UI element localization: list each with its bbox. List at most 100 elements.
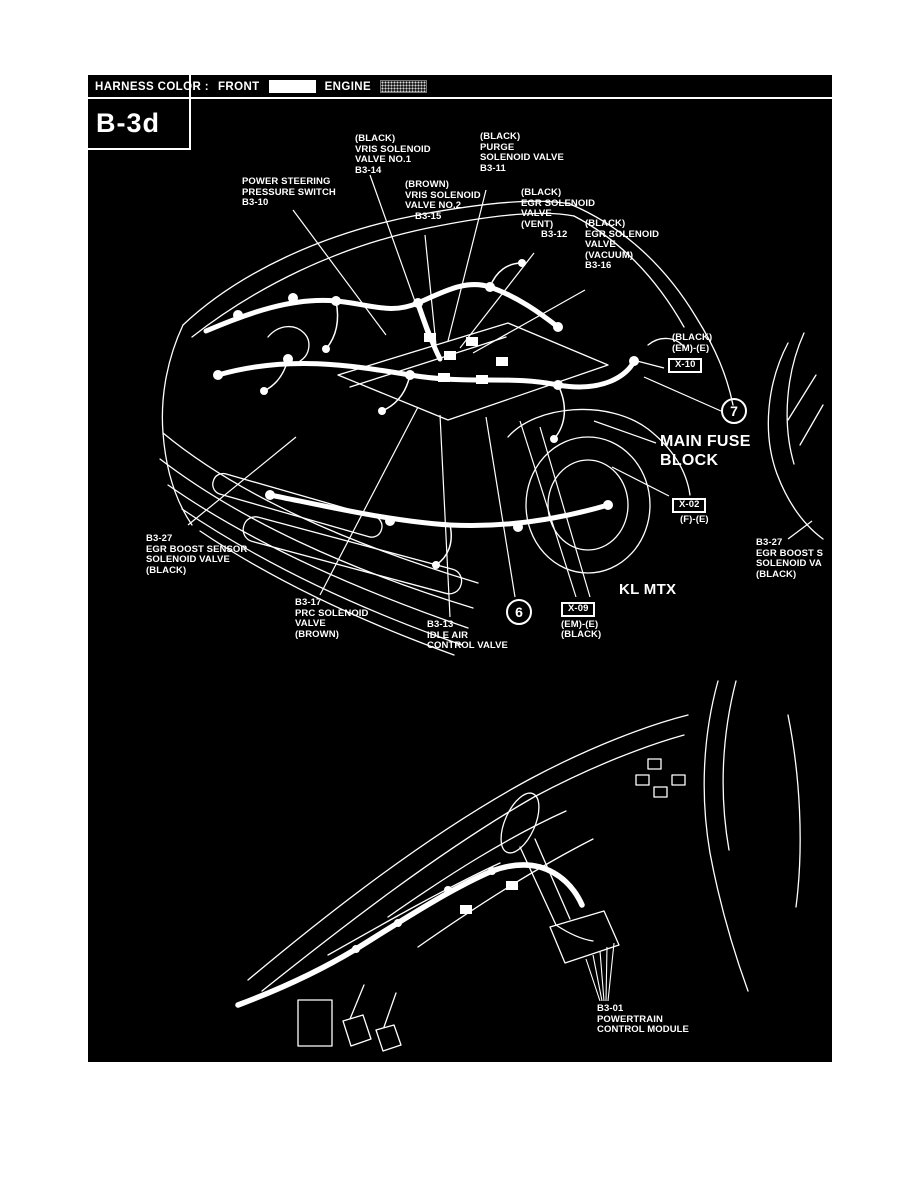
callout-b3-27-left: B3-27 EGR BOOST SENSOR SOLENOID VALVE (B…	[146, 533, 247, 576]
engine-label: ENGINE	[324, 80, 372, 93]
wiring-diagram-art	[159, 174, 824, 1052]
grille	[242, 516, 463, 595]
callout-id: B3-13	[427, 619, 454, 630]
callout-id: B3-17	[295, 597, 322, 608]
windshield-line	[247, 714, 689, 981]
right-edge-arc	[786, 332, 805, 465]
callout-note: VALVE	[295, 618, 326, 629]
callout-b3-10: POWER STEERING PRESSURE SWITCH B3-10	[242, 176, 336, 209]
strut-tower	[647, 337, 685, 348]
steering-column	[519, 838, 571, 926]
connector-x-09: X-09 (EM)-(E) (BLACK)	[561, 598, 601, 641]
engine-leader-lines	[187, 174, 813, 618]
pcm-box	[549, 910, 620, 964]
callout-note: VALVE	[521, 208, 552, 219]
callout-note: (BLACK)	[480, 131, 521, 142]
callout-note: (BLACK)	[146, 564, 187, 576]
dash-vent	[647, 758, 662, 770]
callout-id: B3-14	[355, 164, 382, 176]
section-code: B-3d	[96, 108, 160, 138]
callout-note: CONTROL VALVE	[427, 640, 508, 651]
engine-harness	[203, 282, 637, 529]
bumper-contour	[159, 458, 474, 609]
callout-note: EGR BOOST S	[756, 547, 824, 559]
fender-line	[573, 215, 685, 328]
callout-note: (VACUUM)	[585, 249, 634, 261]
callout-id: B3-01	[597, 1003, 624, 1014]
section-box-border-v	[189, 75, 191, 149]
callout-b3-27-right: B3-27 EGR BOOST S SOLENOID VA (BLACK)	[756, 537, 824, 580]
callout-note: POWER STEERING	[242, 176, 331, 187]
callout-b3-14: (BLACK) VRIS SOLENOID VALVE NO.1 B3-14	[355, 133, 431, 176]
callout-note: EGR SOLENOID	[585, 228, 660, 240]
callout-note: VRIS SOLENOID	[355, 143, 431, 155]
connector-note: (BLACK)	[561, 629, 602, 640]
callout-note: (BLACK)	[521, 187, 562, 198]
callout-b3-17: B3-17 PRC SOLENOID VALVE (BROWN)	[295, 597, 369, 640]
a-pillar	[703, 680, 749, 992]
pedal-arm	[383, 992, 397, 1028]
callout-id: B3-27	[146, 533, 173, 544]
dash-top	[261, 734, 685, 992]
footrest	[297, 999, 333, 1047]
hood-edge-inner	[191, 212, 575, 338]
engine-bay-body-outline	[159, 200, 824, 656]
callout-id: B3-16	[585, 260, 612, 271]
circled-number-7: 7	[721, 398, 747, 424]
callout-b3-12: (BLACK) EGR SOLENOID VALVE (VENT) B3-12	[521, 187, 595, 241]
dash-face	[387, 810, 567, 918]
interior-harness	[235, 862, 585, 1008]
front-wheel	[525, 436, 651, 574]
callout-note: (BLACK)	[756, 568, 797, 580]
callout-note: CONTROL MODULE	[597, 1024, 689, 1035]
callout-note: VALVE NO.2	[405, 200, 462, 211]
strut-tower	[267, 326, 310, 362]
connector-note: (EM)-(E)	[561, 618, 599, 630]
harness-color-header: HARNESS COLOR : FRONT ENGINE	[95, 80, 428, 93]
dash-vent	[653, 786, 668, 798]
connector-note: (EM)-(E)	[672, 342, 710, 354]
callout-note: PRESSURE SWITCH	[242, 186, 336, 198]
callout-note: PURGE	[480, 141, 515, 153]
callout-note: (BROWN)	[405, 179, 449, 190]
callout-b3-13: B3-13 IDLE AIR CONTROL VALVE	[427, 619, 508, 652]
callout-note: VRIS SOLENOID	[405, 189, 481, 201]
a-pillar-inner	[722, 680, 737, 851]
callout-note: SOLENOID VA	[756, 558, 822, 569]
engine-harness-color-swatch	[380, 80, 428, 93]
harness-color-title: HARNESS COLOR :	[95, 80, 209, 93]
front-wheel-inner	[547, 459, 629, 551]
connector-x-10: (BLACK) (EM)-(E) X-10	[668, 332, 712, 373]
harness-connectors	[213, 259, 639, 569]
callout-b3-01: B3-01 POWERTRAIN CONTROL MODULE	[597, 1003, 689, 1036]
callout-b3-16: (BLACK) EGR SOLENOID VALVE (VACUUM) B3-1…	[585, 218, 660, 272]
steering-wheel	[500, 792, 540, 854]
callout-note: (VENT)	[521, 218, 554, 230]
pedal	[342, 1014, 372, 1047]
hood-edge	[182, 200, 571, 326]
bumper-contour	[167, 484, 469, 629]
connector-note: (F)-(E)	[680, 513, 709, 525]
callout-note: (BROWN)	[295, 628, 339, 640]
connector-id-box: X-02	[672, 498, 707, 513]
diagram-panel: HARNESS COLOR : FRONT ENGINE B-3d POWER …	[88, 75, 832, 1062]
interior-harness-connectors	[352, 867, 518, 953]
right-edge-arc	[767, 342, 824, 540]
main-fuse-block-label: MAIN FUSE BLOCK	[660, 433, 751, 469]
dash-vent	[671, 774, 686, 786]
connector-id-box: X-09	[561, 602, 596, 617]
callout-note: (BLACK)	[585, 218, 626, 229]
bumper-contour	[181, 508, 463, 646]
door-edge	[787, 714, 801, 908]
right-edge-hatch	[799, 404, 824, 446]
callout-note: (BLACK)	[355, 133, 396, 144]
callout-note: VALVE NO.1	[355, 154, 412, 165]
connector-id-box: X-10	[668, 358, 703, 373]
right-edge-hatch	[787, 374, 817, 421]
circled-number-6: 6	[506, 599, 532, 625]
front-left-edge	[161, 324, 193, 526]
dash-lower	[327, 862, 501, 956]
connector-x-02: X-02 (F)-(E)	[672, 494, 709, 525]
callout-note: SOLENOID VALVE	[480, 152, 564, 163]
